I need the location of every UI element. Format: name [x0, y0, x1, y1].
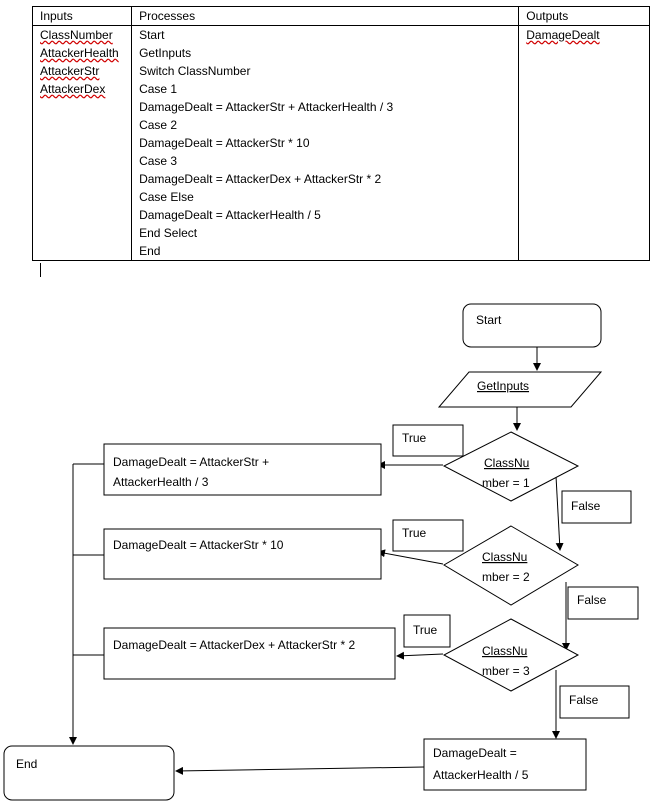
- false-label: False: [571, 499, 601, 513]
- false-connector: [555, 475, 564, 551]
- process-step: Start: [139, 28, 165, 42]
- decision-label: ClassNu: [482, 550, 527, 564]
- get-inputs-label: GetInputs: [477, 379, 529, 393]
- false-label-box: [567, 586, 639, 620]
- decision-diamond: [442, 618, 580, 692]
- decision-diamond: [442, 431, 580, 502]
- true-arrow: [396, 651, 444, 660]
- decision-label: ClassNu: [482, 644, 527, 658]
- process-label: DamageDealt = AttackerStr +: [113, 455, 269, 469]
- process-box: [103, 443, 382, 496]
- process-box: [423, 738, 587, 791]
- process-step: GetInputs: [139, 46, 192, 60]
- false-label: False: [577, 593, 607, 607]
- process-step: DamageDealt = AttackerHealth / 5: [139, 208, 321, 222]
- end-label: End: [16, 757, 37, 771]
- process-label: AttackerHealth / 5: [433, 768, 529, 782]
- true-label: True: [413, 623, 438, 637]
- decision-diamond: [443, 525, 579, 606]
- outputs-cell: DamageDealt: [518, 25, 650, 261]
- process-step: Case 3: [139, 154, 178, 168]
- end-arrow: [175, 766, 425, 775]
- ipo-table: Inputs Processes Outputs ClassNumber Att…: [31, 6, 650, 261]
- process-label: DamageDealt = AttackerStr * 10: [113, 538, 284, 552]
- false-label-box: [559, 685, 630, 719]
- input-item: AttackerDex: [40, 82, 106, 96]
- process-step: End: [139, 244, 161, 258]
- process-step: DamageDealt = AttackerStr + AttackerHeal…: [139, 100, 394, 114]
- process-step: Case 2: [139, 118, 178, 132]
- decision-label: mber = 2: [482, 570, 530, 584]
- true-label-box: [392, 519, 464, 552]
- process-box: [103, 528, 382, 580]
- inputs-cell: ClassNumber AttackerHealth AttackerStr A…: [31, 25, 133, 261]
- false-label: False: [569, 693, 599, 707]
- process-box: [103, 627, 396, 680]
- true-arrow: [377, 549, 444, 565]
- process-step: End Select: [139, 226, 198, 240]
- text-cursor: [40, 263, 41, 277]
- input-item: ClassNumber: [40, 28, 113, 42]
- input-item: AttackerHealth: [40, 46, 119, 60]
- process-label: AttackerHealth / 3: [113, 475, 209, 489]
- output-item: DamageDealt: [526, 28, 600, 42]
- start-terminator: [462, 303, 602, 348]
- decision-label: mber = 1: [482, 476, 530, 490]
- process-label: DamageDealt = AttackerDex + AttackerStr …: [113, 638, 355, 652]
- processes-cell: Start GetInputs Switch ClassNumber Case …: [131, 25, 520, 261]
- input-parallelogram: [437, 371, 603, 408]
- decision-label: ClassNu: [484, 456, 529, 470]
- process-step: DamageDealt = AttackerDex + AttackerStr …: [139, 172, 382, 186]
- decision-label: mber = 3: [482, 664, 530, 678]
- true-label: True: [402, 526, 427, 540]
- true-label-box: [392, 424, 464, 457]
- input-item: AttackerStr: [40, 64, 100, 78]
- true-label-box: [403, 614, 451, 648]
- process-step: Switch ClassNumber: [139, 64, 251, 78]
- process-step: Case 1: [139, 82, 178, 96]
- process-label: DamageDealt =: [433, 746, 517, 760]
- end-terminator: [3, 745, 175, 801]
- start-label: Start: [476, 313, 502, 327]
- process-step: DamageDealt = AttackerStr * 10: [139, 136, 310, 150]
- false-label-box: [561, 490, 632, 524]
- true-label: True: [402, 431, 427, 445]
- process-step: Case Else: [139, 190, 194, 204]
